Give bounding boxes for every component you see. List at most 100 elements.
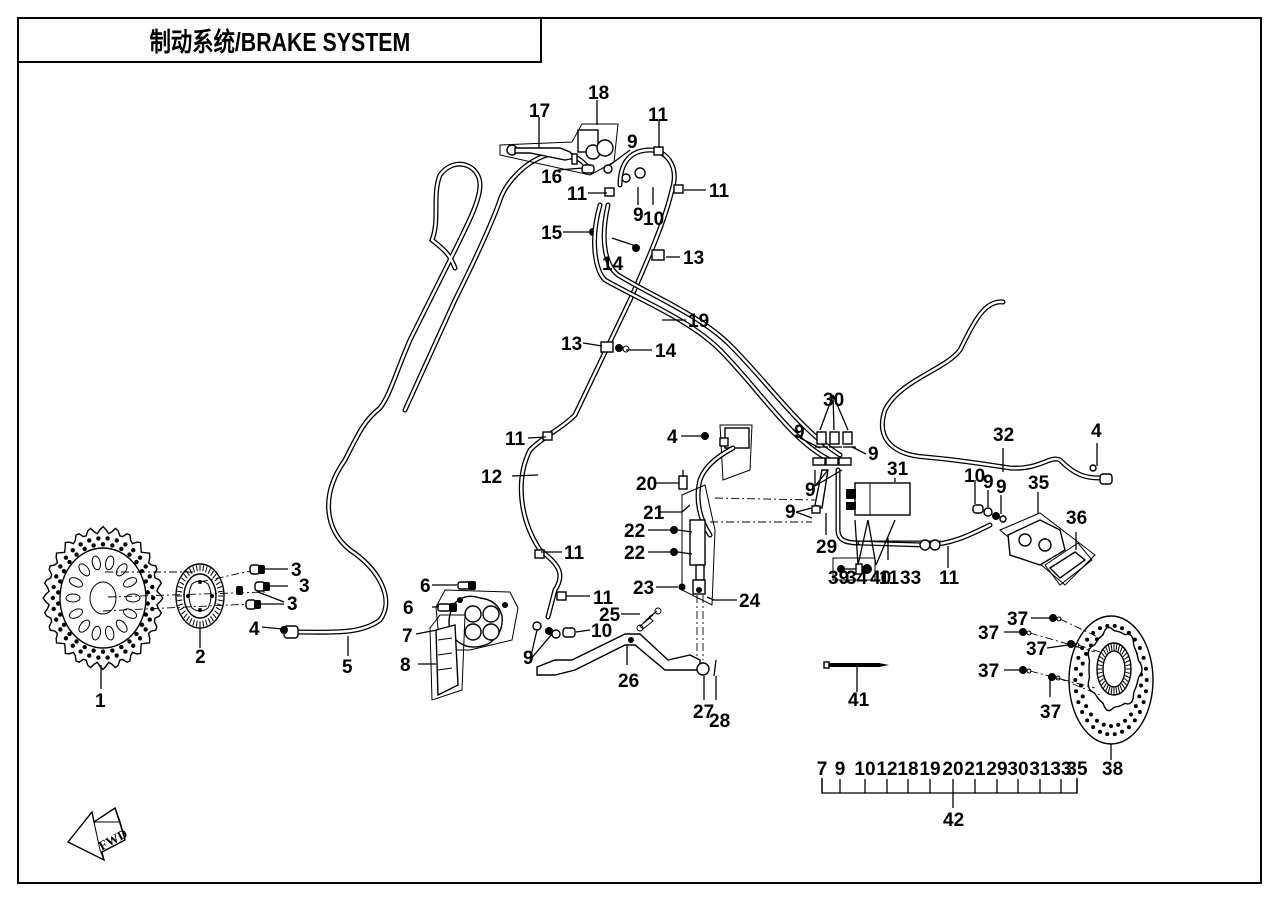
reservoir-screw[interactable] [701, 432, 709, 440]
callout[interactable]: 9 [627, 132, 638, 153]
callout[interactable]: 39 [828, 568, 849, 589]
caliper-bolt[interactable] [437, 581, 476, 612]
callout[interactable]: 9 [983, 472, 994, 493]
callout[interactable]: 36 [1066, 508, 1087, 529]
assembly-member-label[interactable]: 12 [876, 759, 897, 780]
assembly-member-label[interactable]: 30 [1007, 759, 1028, 780]
callout[interactable]: 13 [683, 248, 704, 269]
callout[interactable]: 3 [287, 594, 298, 615]
callout[interactable]: 37 [1026, 639, 1047, 660]
callout[interactable]: 10 [591, 621, 612, 642]
callout[interactable]: 13 [561, 334, 582, 355]
callout[interactable]: 9 [805, 480, 816, 501]
callout[interactable]: 27 [693, 702, 714, 723]
callout[interactable]: 10 [964, 466, 985, 487]
nut[interactable] [678, 583, 686, 591]
pedal-pin[interactable] [713, 659, 717, 677]
callout[interactable]: 37 [978, 623, 999, 644]
callout[interactable]: 11 [939, 568, 960, 589]
rear-brake-disc[interactable] [1068, 615, 1154, 745]
assembly-member-label[interactable]: 19 [919, 759, 940, 780]
callout[interactable]: 9 [794, 422, 805, 443]
callout[interactable]: 11 [567, 184, 588, 205]
callout[interactable]: 37 [1040, 702, 1061, 723]
front-brake-disc[interactable] [42, 525, 164, 671]
callout[interactable]: 4 [249, 619, 260, 640]
callout[interactable]: 24 [739, 591, 761, 612]
callout[interactable]: 6 [420, 576, 431, 597]
callout[interactable]: 31 [887, 459, 909, 480]
assembly-member-label[interactable]: 21 [964, 759, 986, 780]
callout[interactable]: 1 [95, 691, 106, 712]
assembly-member-label[interactable]: 20 [942, 759, 963, 780]
callout[interactable]: 9 [633, 205, 644, 226]
pedal-washer[interactable] [696, 662, 710, 676]
rear-caliper[interactable] [999, 512, 1096, 586]
assembly-member-label[interactable]: 31 [1029, 759, 1051, 780]
brake-pedal[interactable] [536, 633, 701, 676]
callout[interactable]: 14 [602, 254, 624, 275]
callout[interactable]: 26 [618, 671, 639, 692]
cable-tie[interactable] [823, 661, 889, 669]
front-master-cylinder-lever[interactable] [499, 123, 619, 176]
callout[interactable]: 9 [868, 444, 879, 465]
sealing-washer[interactable] [603, 164, 613, 174]
callout[interactable]: 19 [688, 311, 709, 332]
rear-abs-sensor-wire[interactable] [879, 299, 1113, 485]
callout[interactable]: 4 [667, 427, 678, 448]
callout[interactable]: 33 [900, 568, 921, 589]
callout[interactable]: 3 [299, 576, 310, 597]
callout[interactable]: 11 [879, 568, 900, 589]
assembly-member-label[interactable]: 33 [1050, 759, 1071, 780]
callout[interactable]: 11 [709, 181, 730, 202]
callout[interactable]: 17 [529, 101, 550, 122]
hose-guide[interactable] [600, 249, 665, 353]
lever-pivot-bolt[interactable] [581, 164, 595, 174]
callout[interactable]: 5 [342, 657, 353, 678]
callout[interactable]: 14 [655, 341, 677, 362]
callout[interactable]: 23 [633, 578, 654, 599]
assembly-member-label[interactable]: 10 [854, 759, 875, 780]
callout[interactable]: 9 [996, 477, 1007, 498]
assembly-member-label[interactable]: 9 [835, 759, 846, 780]
callout[interactable]: 7 [402, 626, 413, 647]
return-spring[interactable] [636, 607, 662, 632]
rear-brake-pads[interactable] [1044, 542, 1093, 586]
callout[interactable]: 6 [403, 598, 414, 619]
front-abs-sensor-wire[interactable] [280, 161, 483, 639]
callout[interactable]: 10 [643, 209, 664, 230]
abs-tone-ring[interactable] [175, 563, 225, 629]
callout[interactable]: 40 [870, 568, 891, 589]
callout[interactable]: 22 [624, 521, 645, 542]
callout[interactable]: 8 [400, 655, 411, 676]
callout[interactable]: 41 [848, 690, 870, 711]
master-cylinder-bolt[interactable] [670, 526, 693, 556]
abs-union-bolts[interactable] [812, 431, 856, 466]
assembly-member-label[interactable]: 35 [1066, 759, 1088, 780]
hose-clamp[interactable] [534, 146, 684, 601]
callout[interactable]: 34 [846, 568, 868, 589]
callout[interactable]: 11 [505, 429, 526, 450]
assembly-member-label[interactable]: 18 [897, 759, 918, 780]
callout[interactable]: 38 [1102, 759, 1123, 780]
callout[interactable]: 12 [481, 467, 502, 488]
callout[interactable]: 11 [564, 543, 585, 564]
callout[interactable]: 11 [648, 105, 669, 126]
callout[interactable]: 9 [785, 502, 796, 523]
abs-modulator[interactable] [835, 467, 943, 546]
callout[interactable]: 11 [593, 588, 614, 609]
callout[interactable]: 20 [636, 474, 657, 495]
callout[interactable]: 3 [291, 560, 302, 581]
abs-brake-line-bundle[interactable] [592, 202, 843, 463]
callout[interactable]: 15 [541, 223, 563, 244]
callout[interactable]: 30 [823, 390, 844, 411]
rear-brake-line[interactable] [857, 522, 993, 551]
callout[interactable]: 25 [599, 605, 621, 626]
rear-banjo-bolt[interactable] [972, 504, 1007, 523]
callout[interactable]: 37 [978, 661, 999, 682]
front-caliper[interactable] [435, 589, 519, 651]
assembly-member-label[interactable]: 7 [817, 759, 828, 780]
callout[interactable]: 35 [1028, 473, 1050, 494]
callout[interactable]: 28 [709, 711, 730, 732]
banjo-bolt[interactable] [532, 167, 646, 639]
